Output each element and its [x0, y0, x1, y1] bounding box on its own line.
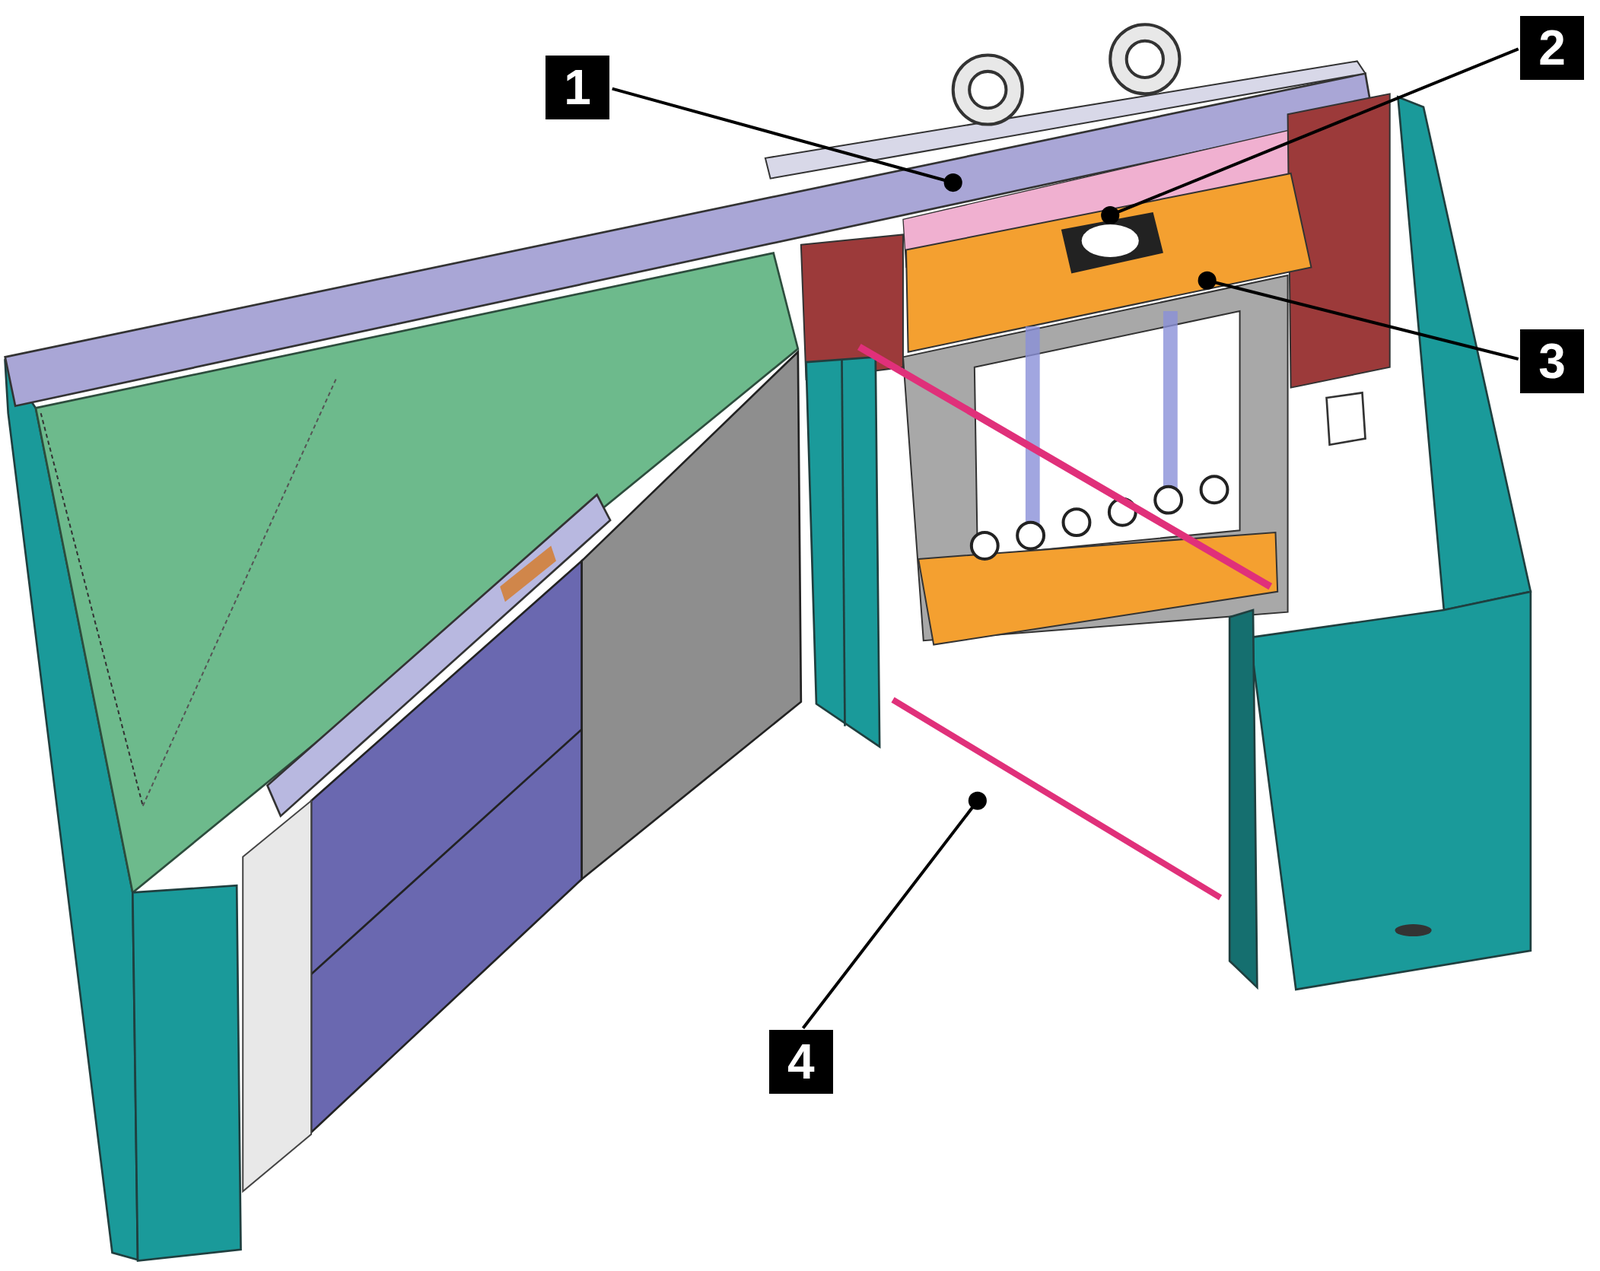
callout-number: 1 — [545, 55, 610, 120]
callout-number: 2 — [1520, 15, 1585, 80]
illustration-part — [1229, 610, 1257, 988]
callout-number: 3 — [1520, 329, 1585, 394]
illustration-part — [1207, 280, 1519, 360]
illustration-part — [1397, 96, 1531, 611]
illustration-part — [1063, 508, 1091, 536]
illustration-part — [143, 377, 338, 806]
illustration-part — [906, 173, 1311, 353]
illustration-part — [1394, 924, 1432, 937]
illustration-part — [1154, 486, 1182, 514]
illustration-part — [499, 545, 557, 602]
illustration-part — [242, 801, 312, 1193]
callout-number: 4 — [769, 1030, 834, 1095]
illustration-part — [968, 792, 987, 811]
illustration-part — [1326, 392, 1366, 445]
illustration-part — [1110, 48, 1518, 216]
illustration-part — [971, 532, 999, 560]
illustration-part — [944, 173, 1217, 811]
illustration-part — [1025, 326, 1041, 541]
illustration-part — [41, 413, 144, 806]
illustration-part — [918, 532, 1278, 646]
illustration-part — [132, 885, 241, 1262]
illustration-part — [1250, 591, 1531, 990]
illustration-part — [969, 71, 1006, 109]
illustration-part — [1081, 224, 1139, 258]
illustration-part — [1100, 206, 1120, 225]
illustration-part — [1198, 271, 1217, 290]
illustration-part — [1110, 24, 1180, 94]
illustration-part — [1126, 41, 1164, 78]
illustration-part — [581, 352, 801, 880]
illustration-part — [803, 801, 978, 1029]
illustration-part — [267, 494, 611, 816]
illustration-part — [806, 356, 881, 747]
illustration-part — [893, 699, 1222, 898]
illustration-part — [841, 359, 845, 727]
illustration-part — [612, 89, 954, 183]
illustration-part — [953, 54, 1023, 125]
illustration-part — [1163, 311, 1178, 500]
illustration-part — [944, 173, 963, 192]
illustration-part — [1201, 476, 1228, 503]
illustration-part — [1017, 522, 1044, 550]
illustration-part — [311, 729, 582, 975]
illustration-part — [612, 48, 1519, 1028]
illustration-part — [858, 346, 1271, 587]
